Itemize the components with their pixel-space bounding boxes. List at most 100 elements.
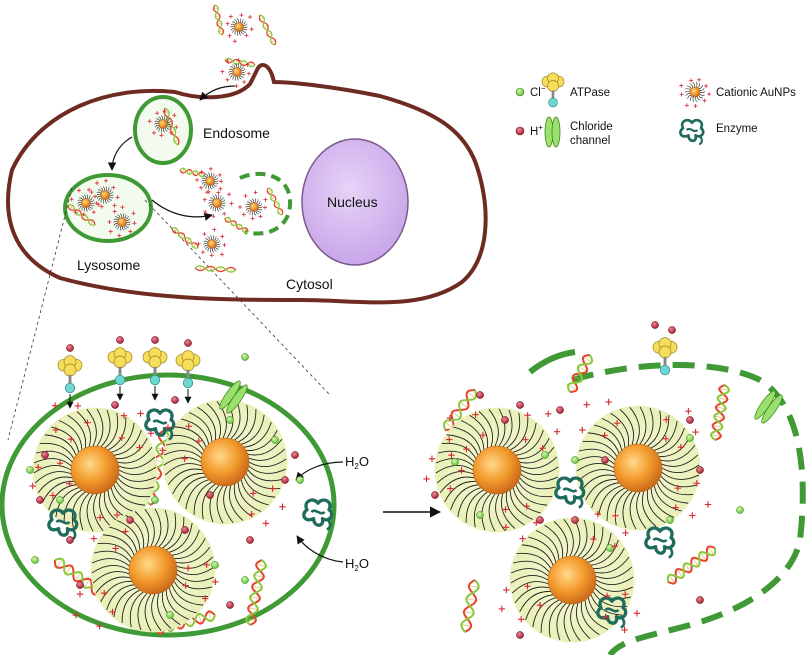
water-label-top: H2O <box>345 454 369 471</box>
ligand-chain <box>498 408 506 447</box>
base-pair <box>56 559 63 568</box>
ligand-chain <box>126 221 131 223</box>
ligand-chain <box>81 195 85 200</box>
ligand-chain <box>113 484 146 506</box>
gold-core <box>100 190 110 200</box>
plus-charge <box>136 444 143 451</box>
ligand-chain <box>96 195 102 199</box>
chloride-ion <box>541 451 549 459</box>
ligand-chain <box>207 172 210 177</box>
ligand-chain <box>105 199 108 204</box>
ligand-chain <box>584 600 609 630</box>
ligand-chain <box>519 446 555 464</box>
plus-charge <box>185 423 192 430</box>
ligand-chain <box>113 429 142 456</box>
ligand-chain <box>154 120 160 123</box>
plus-charge <box>545 410 552 418</box>
ligand-chain <box>588 532 612 563</box>
ligand-chain <box>156 118 161 122</box>
ligand-chain <box>121 589 141 623</box>
ligand-chain <box>255 210 259 215</box>
ligand-chain <box>595 576 634 585</box>
ligand-chain <box>174 426 207 448</box>
ligand-chain <box>163 115 166 120</box>
ligand-chain <box>203 244 209 248</box>
plus-charge <box>245 62 250 67</box>
np-left-2 <box>162 399 288 525</box>
ligand-chain <box>251 198 254 203</box>
dna-left-b <box>245 559 267 626</box>
plus-charge <box>90 535 98 542</box>
base-pair <box>700 552 707 561</box>
ligand-chain <box>584 527 604 561</box>
ligand-chain <box>517 481 553 498</box>
ligand-chain <box>42 480 74 502</box>
base-pair <box>164 111 169 114</box>
plus-charge <box>122 528 129 535</box>
ligand-chain <box>89 199 95 203</box>
base-pair <box>194 170 197 176</box>
proton-ion <box>246 536 254 544</box>
plus-charge <box>522 436 529 443</box>
ligand-chain <box>165 116 168 121</box>
base-pair <box>267 190 273 193</box>
dna-backbone-b <box>214 4 223 36</box>
plus-charge <box>101 589 108 597</box>
enzyme-loop <box>55 519 71 525</box>
proton-ion <box>686 416 694 424</box>
ligand-chain <box>548 601 563 638</box>
ligand-chain <box>577 456 615 465</box>
endosome-to-lysosome-arrow <box>107 136 133 171</box>
dna-right-c <box>709 384 731 441</box>
dna-backbone-b <box>164 107 179 146</box>
enzyme-tail <box>667 545 674 559</box>
atpase-base <box>114 374 126 386</box>
small-nanoparticle <box>154 115 172 133</box>
ligand-chain <box>117 446 153 464</box>
ligand-chain <box>643 407 654 446</box>
chloride-ion <box>26 466 34 474</box>
ligand-chain <box>210 205 214 209</box>
plus-charge <box>202 595 209 602</box>
ligand-chain <box>174 538 206 560</box>
ligand-chain <box>165 517 185 551</box>
ligand-chain <box>595 566 633 579</box>
small-nanoparticle <box>203 235 221 253</box>
plus-charge <box>603 592 611 600</box>
ligand-chain <box>44 434 77 456</box>
base-pair <box>69 205 74 210</box>
legend-chloride-label: Cl− <box>530 84 546 99</box>
cell <box>6 63 488 305</box>
ligand-chain <box>650 488 675 518</box>
plus-charge <box>199 170 204 175</box>
small-dna-strand <box>212 4 225 36</box>
ligand-chain <box>123 225 127 230</box>
proton-ion <box>476 391 484 399</box>
small-dna-strand <box>171 227 199 249</box>
base-pair <box>270 196 276 200</box>
plus-charge <box>524 583 531 590</box>
legend-proton-label: H+ <box>530 123 543 138</box>
plus-charge <box>234 84 239 89</box>
ligand-chain <box>209 484 220 523</box>
small-nanoparticle <box>245 198 263 216</box>
plus-charge <box>94 180 99 185</box>
ligand-chain <box>211 184 215 189</box>
ligand-chain <box>695 81 698 88</box>
ligand-chain <box>203 183 207 187</box>
ligand-chain <box>234 30 237 35</box>
small-nanoparticle <box>96 186 114 204</box>
plus-charge <box>222 211 227 216</box>
atpase-stalk <box>68 374 72 385</box>
ligand-chain <box>34 471 72 484</box>
plus-charge <box>216 190 221 195</box>
plus-charge <box>622 591 629 598</box>
ligand-chain <box>158 116 162 121</box>
plus-charge <box>684 103 689 108</box>
base-pair <box>461 624 472 627</box>
plus-charge <box>128 229 133 234</box>
plus-charge <box>51 402 59 409</box>
ligand-chain <box>175 577 212 590</box>
ligand-chain <box>118 473 156 482</box>
ligand-chain <box>446 434 479 456</box>
